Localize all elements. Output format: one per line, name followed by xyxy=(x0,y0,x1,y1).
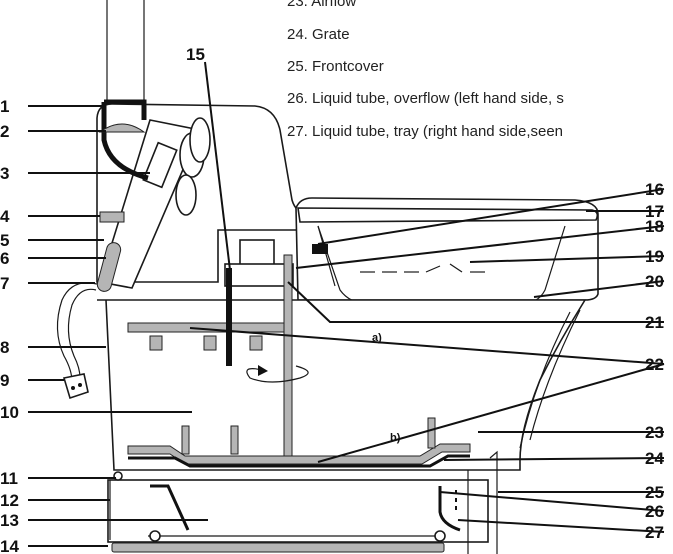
label-14: 14 xyxy=(0,537,19,554)
number-labels-right: 16 17 18 19 20 21 22 23 24 25 26 27 xyxy=(645,180,664,542)
label-5: 5 xyxy=(0,231,9,250)
label-24: 24 xyxy=(645,449,664,468)
label-18: 18 xyxy=(645,217,664,236)
tray-handle xyxy=(150,484,190,531)
vent-fan-cover xyxy=(98,123,146,133)
rotation-arrow xyxy=(246,365,309,383)
label-17: 17 xyxy=(645,202,664,221)
label-10: 10 xyxy=(0,403,19,422)
label-6: 6 xyxy=(0,249,9,268)
label-13: 13 xyxy=(0,511,19,530)
label-7: 7 xyxy=(0,274,9,293)
label-20: 20 xyxy=(645,272,664,291)
legend-item-24: 24. Grate xyxy=(287,26,350,43)
seat-sensor-18 xyxy=(312,244,328,254)
power-cable xyxy=(56,282,98,383)
leader-line-15 xyxy=(204,61,231,271)
legend-item-26: 26. Liquid tube, overflow (left hand sid… xyxy=(287,90,564,107)
heating-rod xyxy=(226,268,232,366)
label-11: 11 xyxy=(0,469,18,488)
vent-elbow xyxy=(101,102,149,181)
stirrer-arm-b xyxy=(127,443,471,465)
liquid-dashes xyxy=(360,263,485,273)
label-15: 15 xyxy=(186,45,205,64)
stirrer-shaft xyxy=(283,254,293,466)
tray xyxy=(107,479,489,543)
bottom-plate xyxy=(111,542,445,553)
legend: 23. Airflow 24. Grate 25. Frontcover 26.… xyxy=(287,0,564,140)
label-2: 2 xyxy=(0,122,9,141)
label-23: 23 xyxy=(645,423,664,442)
motor-base xyxy=(224,263,294,287)
leader-lines-right xyxy=(189,188,665,533)
front-cover xyxy=(489,450,498,554)
stirrer-tooth xyxy=(249,335,263,351)
marker-b: b) xyxy=(390,432,401,444)
lid-top xyxy=(297,207,599,223)
legend-item-27: 27. Liquid tube, tray (right hand side,s… xyxy=(287,123,563,140)
seat-lid xyxy=(295,197,599,301)
switch-4 xyxy=(99,211,125,223)
vent-pipe xyxy=(106,0,145,102)
label-8: 8 xyxy=(0,338,9,357)
leader-lines-left xyxy=(28,105,208,547)
number-labels-left: 1 2 3 4 5 6 7 8 9 10 11 12 13 14 xyxy=(0,97,19,554)
marker-a: a) xyxy=(372,332,382,344)
label-9: 9 xyxy=(0,371,9,390)
vent-cap xyxy=(104,99,147,120)
stirrer-tooth xyxy=(149,335,163,351)
handle-6 xyxy=(96,242,122,292)
label-16: 16 xyxy=(645,180,664,199)
label-27: 27 xyxy=(645,523,664,542)
label-26: 26 xyxy=(645,502,664,521)
legend-item-25: 25. Frontcover xyxy=(287,58,384,75)
label-1: 1 xyxy=(0,97,9,116)
stirrer-tooth xyxy=(203,335,217,351)
plug xyxy=(62,373,89,400)
fan-housing xyxy=(98,117,211,289)
stirrer-arm-a xyxy=(127,322,287,333)
label-25: 25 xyxy=(645,483,664,502)
motor-box xyxy=(239,239,275,267)
liquid-tube-overflow xyxy=(438,486,461,532)
label-12: 12 xyxy=(0,491,19,510)
label-19: 19 xyxy=(645,247,664,266)
label-21: 21 xyxy=(645,313,664,332)
legend-item-23: 23. Airflow xyxy=(287,0,356,10)
grate xyxy=(128,454,470,468)
label-4: 4 xyxy=(0,207,10,226)
label-22: 22 xyxy=(645,355,664,374)
label-3: 3 xyxy=(0,164,9,183)
